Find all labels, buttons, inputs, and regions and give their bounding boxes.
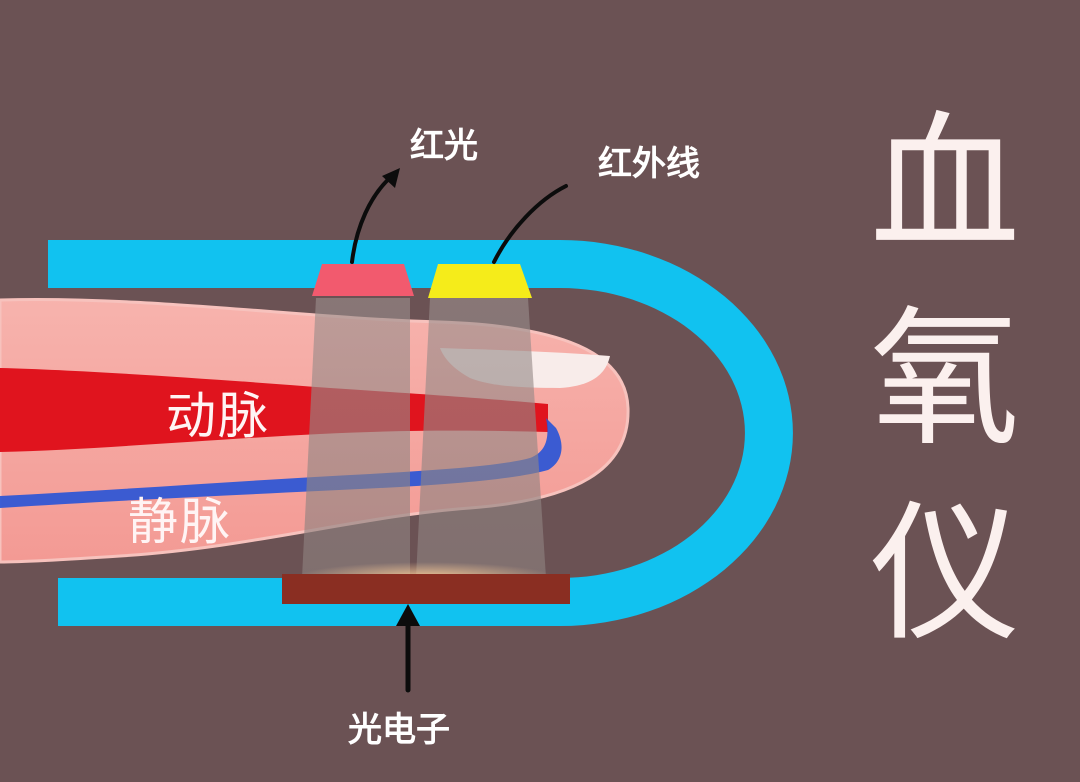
vein-label: 静脉	[128, 493, 232, 551]
artery-label: 动脉	[166, 387, 270, 445]
artery-vessel	[0, 368, 548, 452]
infrared-arrow-line	[492, 184, 568, 264]
infrared-led	[428, 264, 532, 298]
infrared-light-beam	[416, 298, 546, 578]
red-led	[312, 264, 414, 296]
clip-casing	[48, 240, 793, 626]
title-char: 仪	[869, 488, 1020, 662]
red-light-label: 红光	[410, 126, 478, 166]
photo-sensor	[282, 574, 570, 604]
red-light-arrow-line	[350, 174, 394, 264]
photoelectron-arrow-head	[396, 604, 420, 626]
red-light-arrow-head	[382, 168, 400, 188]
page-title: 血氧仪	[835, 100, 1055, 660]
title-char: 血	[869, 98, 1020, 272]
title-char: 氧	[869, 293, 1020, 467]
photoelectron-label: 光电子	[348, 710, 450, 750]
infrared-label: 红外线	[598, 144, 700, 184]
red-light-beam	[302, 298, 410, 578]
